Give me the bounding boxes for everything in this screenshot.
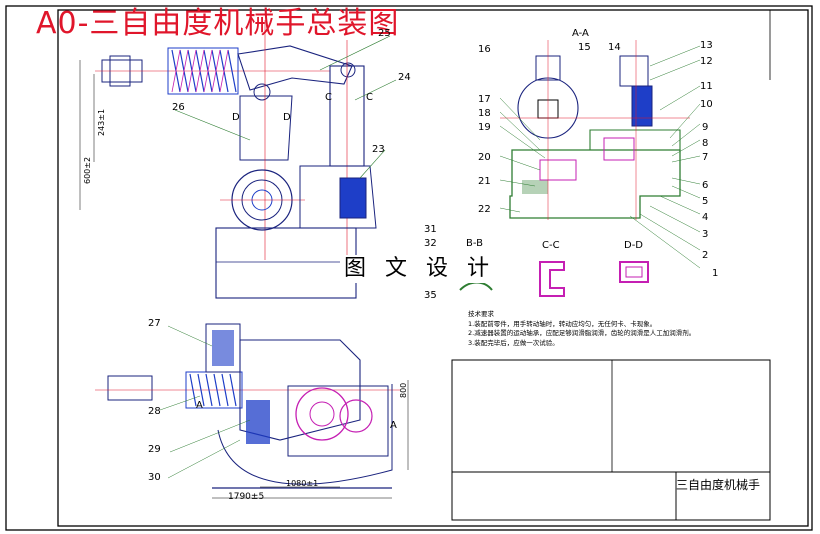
top-gear-large [295,387,349,441]
view-arrow-c2: C [366,92,373,103]
bb-section [459,281,493,291]
part-number-3: 3 [702,229,709,240]
part-number-29: 29 [148,444,161,455]
tech-note-2: 2.减速器装置的运动轴承，应配足够润滑脂润滑，齿轮的润滑是人工加润滑剂。 [468,329,696,337]
part-number-21: 21 [478,176,491,187]
tech-notes-heading: 技术要求 [468,310,494,318]
part-number-26: 26 [172,102,185,113]
upper-arm [237,45,353,91]
part-number-17: 17 [478,94,491,105]
top-base-outline [217,384,393,485]
part-number-4: 4 [702,212,709,223]
view-arrow-a1: A [196,400,203,411]
part-number-27: 27 [148,318,161,329]
part-number-24: 24 [398,72,411,83]
lower-arm [239,95,293,161]
part-number-19: 19 [478,122,491,133]
base-block [215,227,357,299]
part-number-30: 30 [148,472,161,483]
part-number-13: 13 [700,40,713,51]
dimension-1080: 1080±1 [286,479,319,488]
wrist-spring [167,47,239,95]
top-motor [246,400,270,444]
part-number-5: 5 [702,196,709,207]
view-arrow-c1: C [325,92,332,103]
title-block-name: 三自由度机械手 [676,478,761,492]
dimension-1790: 1790±5 [228,492,265,502]
front-view [79,20,397,299]
part-number-18: 18 [478,108,491,119]
part-number-20: 20 [478,152,491,163]
top-arm-body [239,339,361,441]
part-number-12: 12 [700,56,713,67]
part-number-15: 15 [578,42,591,53]
part-number-8: 8 [702,138,709,149]
part-number-1: 1 [712,268,719,279]
cc-section [539,261,565,297]
dimension-243: 243±1 [97,108,106,136]
section-label-aa: A-A [572,28,589,39]
view-arrow-d2: D [283,112,291,123]
drawing-title: A0-三自由度机械手总装图 [36,6,400,41]
motor-23 [339,177,367,219]
part-number-23: 23 [372,144,385,155]
top-gripper [107,375,153,401]
dimension-600: 600±2 [83,156,92,184]
top-gear-small [339,399,373,433]
section-label-bb: B-B [466,238,483,249]
part-number-10: 10 [700,99,713,110]
part-number-28: 28 [148,406,161,417]
part-number-9: 9 [702,122,709,133]
part-number-16: 16 [478,44,491,55]
part-number-22: 22 [478,204,491,215]
view-arrow-a2: A [390,420,397,431]
section-label-dd: D-D [624,240,644,251]
dimension-800: 800 [399,382,408,398]
aa-housing [509,149,681,219]
part-number-7: 7 [702,152,709,163]
view-arrow-d1: D [232,112,240,123]
part-number-2: 2 [702,250,709,261]
elbow-joint [253,83,271,101]
column-base [299,165,377,229]
top-view [95,323,409,499]
shoulder-joint [340,62,356,78]
part-number-32: 32 [424,238,437,249]
parts-list-table [451,359,771,521]
part-number-14: 14 [608,42,621,53]
section-aa-view [499,40,701,269]
inner-border [57,9,809,527]
part-number-25: 25 [378,28,391,39]
technical-requirements: 技术要求 1.装配前零件，用手转动轴时，转动应均匀，无任何卡、卡现象。 2.减速… [468,310,768,348]
part-number-11: 11 [700,81,713,92]
tech-note-1: 1.装配前零件，用手转动轴时，转动应均匀，无任何卡、卡现象。 [468,319,657,328]
tech-note-3: 3.装配完毕后，应做一次试验。 [468,338,559,347]
outer-border [5,5,813,531]
part-number-6: 6 [702,180,709,191]
part-number-35: 35 [424,290,437,301]
part-number-31: 31 [424,224,437,235]
section-label-cc: C-C [542,240,560,251]
dd-section [619,261,649,283]
watermark-text: 图 文 设 计 [340,255,499,283]
